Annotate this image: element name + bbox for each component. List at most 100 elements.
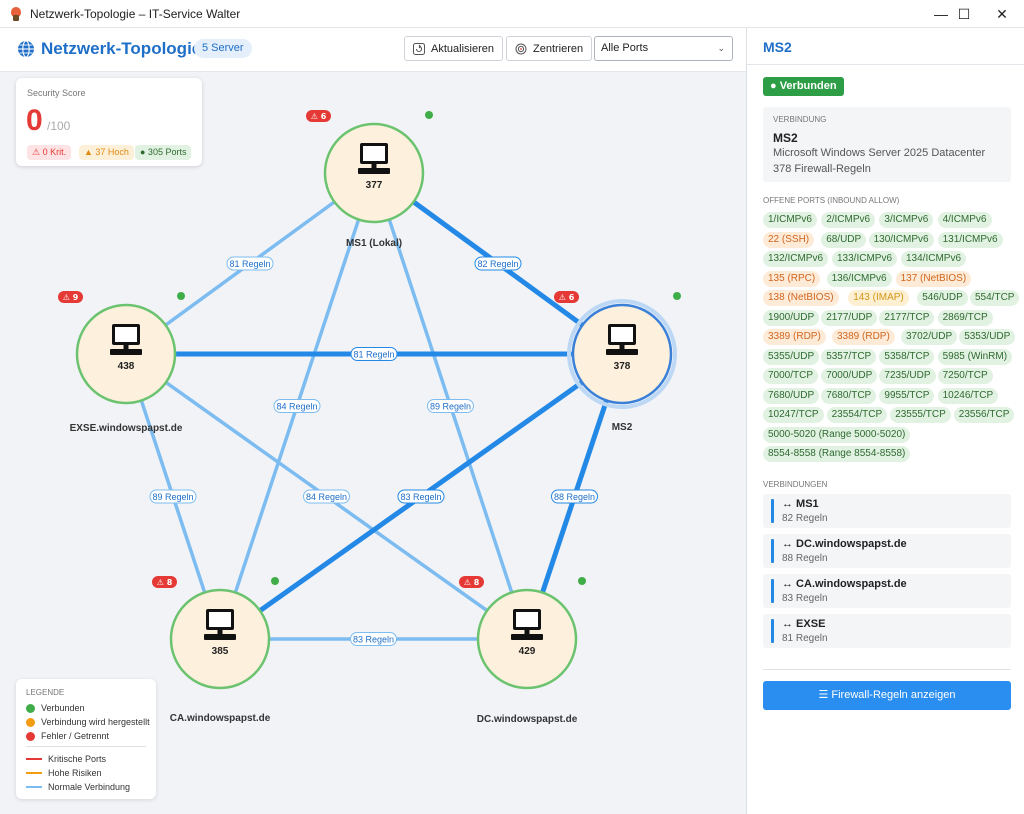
edge-ca-dc[interactable]: 83 Regeln bbox=[220, 632, 527, 646]
details-panel: MS2 ● Verbunden VERBINDUNG MS2 Microsoft… bbox=[746, 28, 1024, 814]
server-icon bbox=[358, 143, 390, 174]
open-port-tag: 546/UDP bbox=[917, 290, 968, 306]
edge-label: 83 Regeln bbox=[400, 492, 441, 502]
peer-rules: 82 Regeln bbox=[782, 513, 828, 524]
refresh-button[interactable]: Aktualisieren bbox=[404, 36, 503, 61]
open-port-tag: 23555/TCP bbox=[890, 407, 951, 423]
open-port-tag: 134/ICMPv6 bbox=[901, 251, 967, 267]
edge-label-bg bbox=[350, 632, 397, 646]
center-button[interactable]: Zentrieren bbox=[506, 36, 593, 61]
center-label: Zentrieren bbox=[533, 42, 584, 55]
status-dot-icon bbox=[425, 111, 433, 119]
open-port-tag: 4/ICMPv6 bbox=[937, 212, 992, 228]
server-icon bbox=[110, 324, 142, 355]
node-count: 385 bbox=[212, 646, 229, 657]
alert-count: ⚠ 9 bbox=[63, 293, 79, 302]
connection-section-title: VERBINDUNG bbox=[773, 115, 827, 124]
peer-item[interactable]: ↔ CA.windowspapst.de 83 Regeln bbox=[763, 574, 1011, 608]
edge-label-bg bbox=[226, 256, 274, 271]
open-port-tag: 10246/TCP bbox=[937, 387, 999, 404]
chevron-down-icon: ⌄ bbox=[717, 43, 725, 53]
open-port-tag: 7000/TCP bbox=[763, 368, 819, 384]
open-port-tag: 5355/UDP bbox=[763, 348, 820, 365]
high-count-chip: ▲ 37 Hoch bbox=[79, 145, 134, 160]
open-port-tag: 3389 (RDP) bbox=[763, 329, 826, 345]
node-name: EXSE.windowspapst.de bbox=[70, 423, 183, 434]
edge-label-bg bbox=[474, 256, 522, 271]
line-swatch-icon bbox=[26, 786, 42, 788]
open-port-tag: 133/ICMPv6 bbox=[832, 251, 898, 267]
edge-ms2-ca[interactable]: 83 Regeln bbox=[218, 351, 624, 642]
edge-exse-dc[interactable]: 84 Regeln bbox=[124, 352, 529, 641]
security-score-value: 0 bbox=[26, 104, 43, 137]
legend-item-connecting: Verbindung wird hergestellt bbox=[26, 717, 150, 727]
open-port-tag: 2/ICMPv6 bbox=[821, 212, 876, 228]
alert-badge bbox=[58, 291, 83, 303]
open-port-tag: 137 (NetBIOS) bbox=[895, 270, 972, 287]
edge-label: 81 Regeln bbox=[229, 259, 270, 269]
alert-badge bbox=[306, 110, 331, 122]
edge-ms1-dc[interactable]: 89 Regeln bbox=[372, 172, 529, 640]
server-name: MS2 bbox=[773, 131, 798, 145]
edge-label: 82 Regeln bbox=[477, 259, 518, 269]
maximize-button[interactable]: ☐ bbox=[957, 5, 971, 22]
open-port-tag: 5985 (WinRM) bbox=[937, 348, 1013, 365]
critical-count-chip: ⚠ 0 Krit. bbox=[27, 145, 72, 160]
status-badge: ● Verbunden bbox=[763, 77, 844, 96]
peer-accent-bar bbox=[771, 579, 774, 603]
edge-label-bg bbox=[149, 489, 197, 504]
edge-exse-ms2[interactable]: 81 Regeln bbox=[126, 347, 622, 361]
open-port-tag: 3702/UDP bbox=[901, 329, 958, 345]
alert-count: ⚠ 8 bbox=[464, 578, 480, 587]
open-port-tag: 2177/TCP bbox=[879, 309, 935, 326]
open-port-tag: 131/ICMPv6 bbox=[937, 231, 1003, 248]
status-dot-icon bbox=[26, 703, 35, 713]
panel-divider bbox=[763, 669, 1011, 670]
refresh-label: Aktualisieren bbox=[431, 42, 494, 55]
status-dot-icon bbox=[26, 731, 35, 741]
edge-ms1-exse[interactable]: 81 Regeln bbox=[124, 171, 376, 356]
open-port-tag: 7680/TCP bbox=[821, 387, 877, 404]
legend-item-high-risk: Hohe Risiken bbox=[26, 768, 102, 778]
edge-label-bg bbox=[427, 399, 474, 413]
target-icon bbox=[515, 43, 527, 54]
legend-item-error: Fehler / Getrennt bbox=[26, 731, 109, 741]
open-port-tag: 22 (SSH) bbox=[763, 231, 815, 248]
edge-ms1-ca[interactable]: 84 Regeln bbox=[218, 172, 376, 640]
open-port-tag: 1/ICMPv6 bbox=[763, 212, 817, 228]
peer-accent-bar bbox=[771, 619, 774, 643]
show-firewall-rules-button[interactable]: ☰ Firewall-Regeln anzeigen bbox=[763, 681, 1011, 710]
edge-label: 89 Regeln bbox=[430, 402, 471, 412]
server-node-dc[interactable]: 429⚠ 8DC.windowspapst.de bbox=[459, 576, 586, 725]
open-port-tag: 132/ICMPv6 bbox=[763, 251, 829, 267]
status-dot-icon bbox=[177, 292, 185, 300]
server-node-ca[interactable]: 385⚠ 8CA.windowspapst.de bbox=[152, 576, 279, 724]
edge-label-bg bbox=[397, 489, 445, 504]
legend: LEGENDE Verbunden Verbindung wird herges… bbox=[16, 679, 156, 799]
close-button[interactable]: ✕ bbox=[996, 5, 1008, 22]
edge-label: 83 Regeln bbox=[353, 635, 394, 645]
open-port-tag: 135 (RPC) bbox=[763, 270, 821, 287]
node-name: MS2 bbox=[612, 422, 633, 433]
port-filter-select[interactable]: Alle Ports ⌄ bbox=[594, 36, 733, 61]
alert-count: ⚠ 8 bbox=[157, 578, 173, 587]
line-swatch-icon bbox=[26, 772, 42, 774]
edge-label: 88 Regeln bbox=[554, 492, 595, 502]
refresh-icon bbox=[413, 42, 425, 55]
minimize-button[interactable]: — bbox=[934, 6, 948, 22]
peer-rules: 83 Regeln bbox=[782, 593, 828, 604]
peer-name: ↔ CA.windowspapst.de bbox=[782, 578, 907, 590]
open-port-tag: 554/TCP bbox=[970, 290, 1020, 306]
open-port-tag: 3/ICMPv6 bbox=[879, 212, 934, 228]
open-port-tag: 5000-5020 (Range 5000-5020) bbox=[763, 426, 911, 443]
node-name: MS1 (Lokal) bbox=[346, 238, 402, 249]
status-dot-icon bbox=[271, 577, 279, 585]
